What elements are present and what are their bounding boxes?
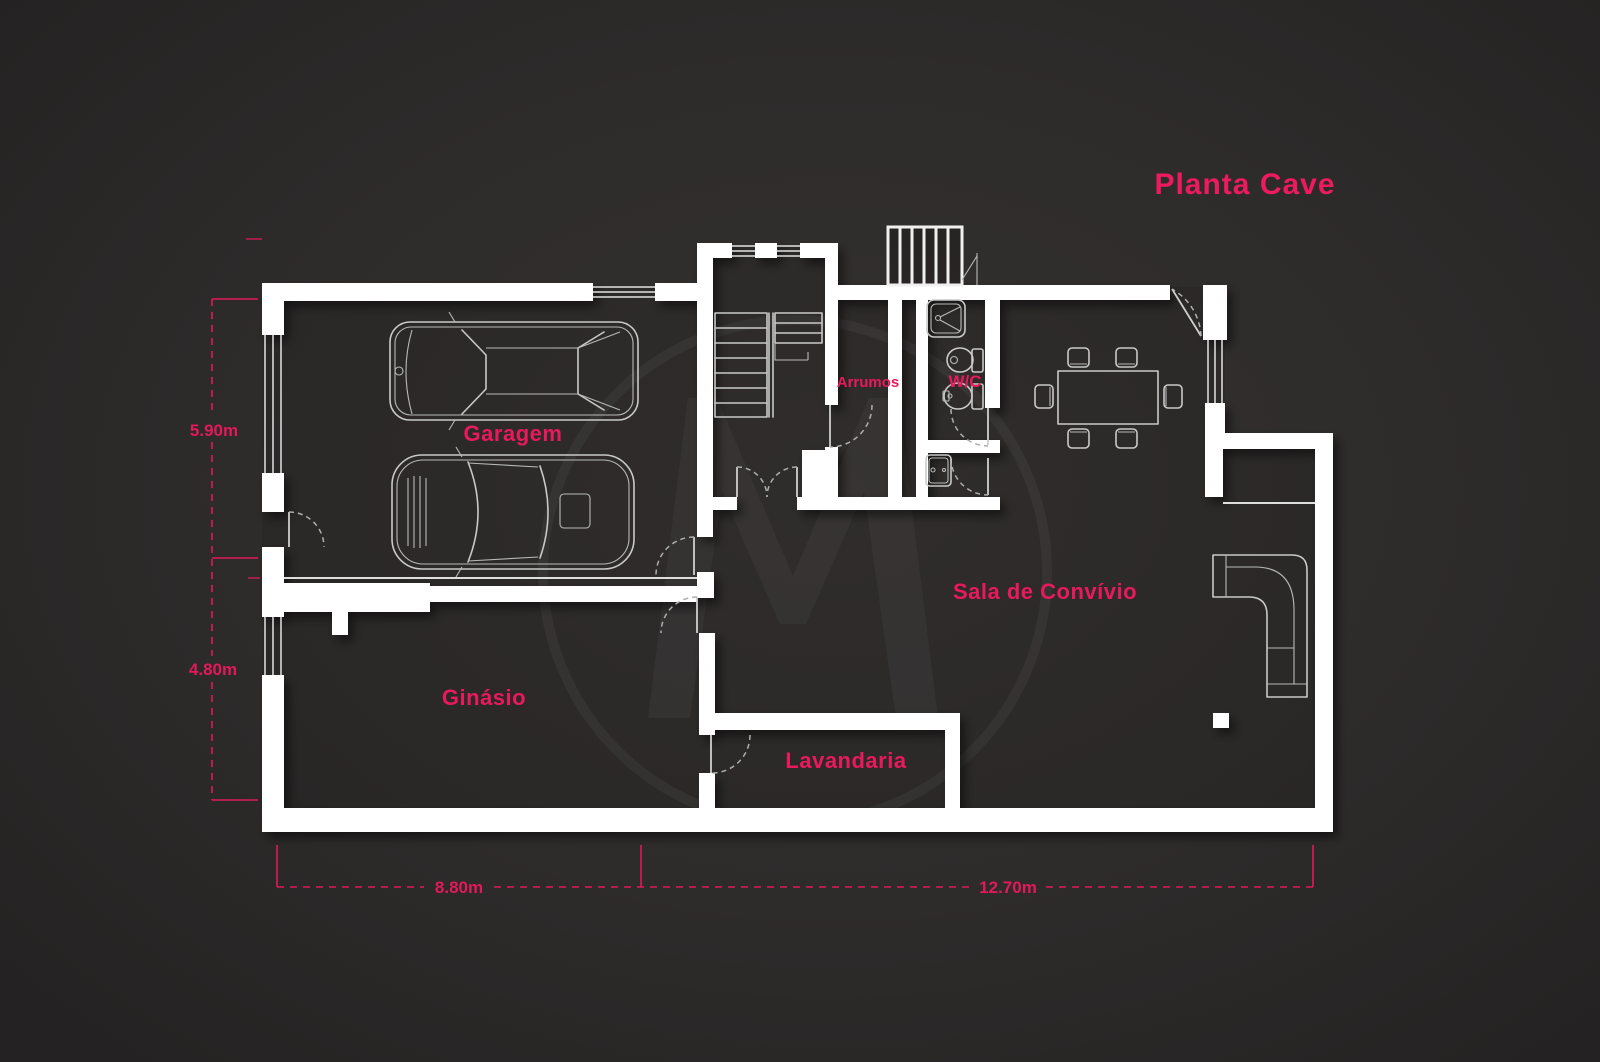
room-label-garage: Garagem [464,421,563,446]
storage-door [829,404,873,448]
dining-chair [1115,347,1138,368]
corner-sofa [1212,554,1308,698]
entry-door [1171,288,1202,337]
watermark-m-letter [648,398,938,718]
room-label-laundry: Lavandaria [785,748,906,773]
dining-chair [1115,428,1138,449]
dining-chair [1034,384,1054,409]
car-suv [389,311,639,431]
dim-label-12-70: 12.70m [979,878,1037,897]
windows [264,245,1223,675]
wc-door [950,408,989,447]
toilet [946,347,984,373]
doors [288,288,1202,774]
living-window-right [1207,340,1223,403]
garage-door-window-left [264,335,282,473]
shower [926,299,966,338]
laundry-door [710,734,751,774]
exterior-stairs [886,225,978,287]
dining-chair [1067,347,1090,368]
wc-closet-door [950,457,989,496]
page-title: Planta Cave [1154,168,1335,201]
wc-fixtures [925,299,984,487]
left-dimension [211,298,258,801]
bottom-dimension [276,845,1314,888]
dining-set [1034,347,1183,449]
dim-label-8-80: 8.80m [435,878,483,897]
room-label-wc: W/C [948,372,981,391]
room-label-living: Sala de Convívio [953,579,1137,604]
dimension-lines [211,238,1314,888]
hall-double-door [736,466,798,498]
dim-label-5-90: 5.90m [190,421,238,440]
walls [262,243,1333,832]
dining-chair [1163,384,1183,409]
car-sports [391,446,635,578]
thin-lines [284,502,1315,579]
garage-side-door [288,511,325,548]
dim-label-4-80: 4.80m [189,660,237,679]
corridor-to-gym-door [660,596,698,634]
room-label-storage: Arrumos [837,374,900,391]
dining-chair [1067,428,1090,449]
washbasin [925,454,952,487]
hall-windows-top [732,245,800,257]
interior-stairs [714,312,823,418]
floor-area [262,245,1333,830]
garage-window-top [593,286,655,298]
gym-window-left [264,617,282,675]
hall-to-garage-door [655,536,695,576]
room-label-gym: Ginásio [442,685,526,710]
bidet [942,382,984,410]
